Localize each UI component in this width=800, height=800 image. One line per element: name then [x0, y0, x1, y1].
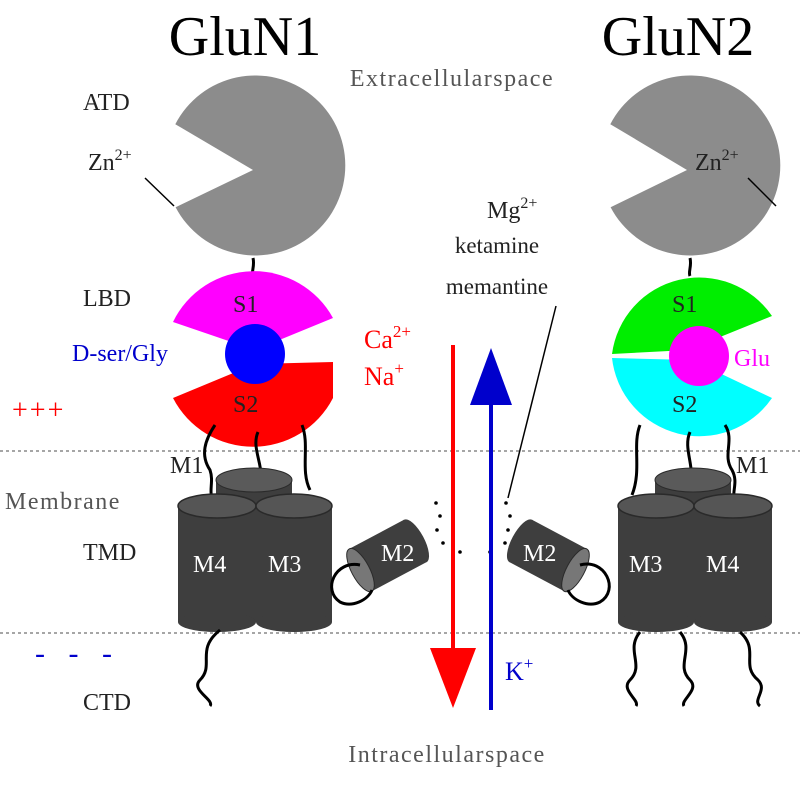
glun2-m2-label: M2	[523, 541, 556, 567]
glun2-s2-label: S2	[672, 392, 697, 418]
dser-gly-label: D-ser/Gly	[72, 341, 168, 367]
glun2-lbd-linker-a	[630, 424, 642, 496]
glun1-m1-label: M1	[170, 453, 203, 479]
positive-charge-label: +++	[12, 395, 65, 426]
glun2-ctd-tail-a	[625, 631, 642, 707]
glun1-zn-label: Zn2+	[88, 147, 132, 176]
glun1-m4-label: M4	[193, 552, 226, 578]
glun2-ctd-tail-c	[738, 630, 763, 708]
glun2-atd-linker	[687, 257, 693, 277]
glun1-lbd-linker-c	[300, 424, 312, 491]
negative-charge-label: - - -	[35, 637, 120, 670]
glun2-s1-label: S1	[672, 292, 697, 318]
pore-dots	[434, 501, 512, 554]
ketamine-label: ketamine	[455, 233, 539, 258]
lbd-label: LBD	[83, 286, 131, 312]
glu-label: Glu	[734, 346, 770, 372]
glun2-glu-ball	[669, 326, 729, 386]
glun1-s2-label: S2	[233, 392, 258, 418]
glun1-m3-label: M3	[268, 552, 301, 578]
glun1-dser-gly-ball	[225, 324, 285, 384]
glun2-atd-shape	[610, 75, 781, 256]
glun2-m3-cylinder	[617, 493, 695, 632]
glun1-m2-label: M2	[381, 541, 414, 567]
glun1-s1-shape	[173, 271, 333, 350]
glun2-m4-cylinder	[693, 493, 773, 632]
atd-label: ATD	[83, 90, 130, 116]
extracellular-label: Extracellularspace	[350, 66, 554, 92]
glun2-zn-pointer	[747, 177, 777, 207]
intracellular-label: Intracellularspace	[348, 742, 546, 768]
glun2-m1-label: M1	[736, 453, 769, 479]
glun1-m2-loop	[330, 563, 374, 606]
glun1-m2-cylinder	[346, 519, 430, 593]
glun1-m3-cylinder	[255, 493, 333, 632]
glun1-atd-shape	[175, 75, 346, 256]
glun2-s2-shape	[612, 358, 772, 437]
glun2-m2-loop	[566, 562, 611, 606]
na-label: Na+	[364, 359, 404, 391]
glun1-title: GluN1	[169, 6, 321, 68]
glun2-title: GluN2	[602, 6, 754, 68]
ca-na-influx-arrow	[430, 345, 476, 708]
glun2-m2-cylinder	[506, 519, 590, 593]
blocker-pointer	[507, 305, 557, 499]
memantine-label: memantine	[446, 274, 548, 299]
glun1-s1-label: S1	[233, 292, 258, 318]
glun1-ctd-tail	[196, 628, 221, 707]
k-efflux-arrow	[470, 348, 512, 710]
tmd-label: TMD	[83, 540, 136, 566]
glun2-m3-label: M3	[629, 552, 662, 578]
membrane-label: Membrane	[5, 489, 121, 515]
ctd-label: CTD	[83, 690, 131, 716]
mg-label: Mg2+	[487, 195, 537, 224]
glun2-s1-shape	[612, 277, 772, 354]
glun2-zn-label: Zn2+	[695, 147, 739, 176]
glun2-ctd-tail-b	[678, 631, 695, 707]
glun1-zn-pointer	[144, 177, 175, 207]
glun2-m4-label: M4	[706, 552, 739, 578]
k-label: K+	[505, 654, 533, 686]
glun1-m4-cylinder	[177, 493, 257, 632]
ca-label: Ca2+	[364, 322, 411, 354]
